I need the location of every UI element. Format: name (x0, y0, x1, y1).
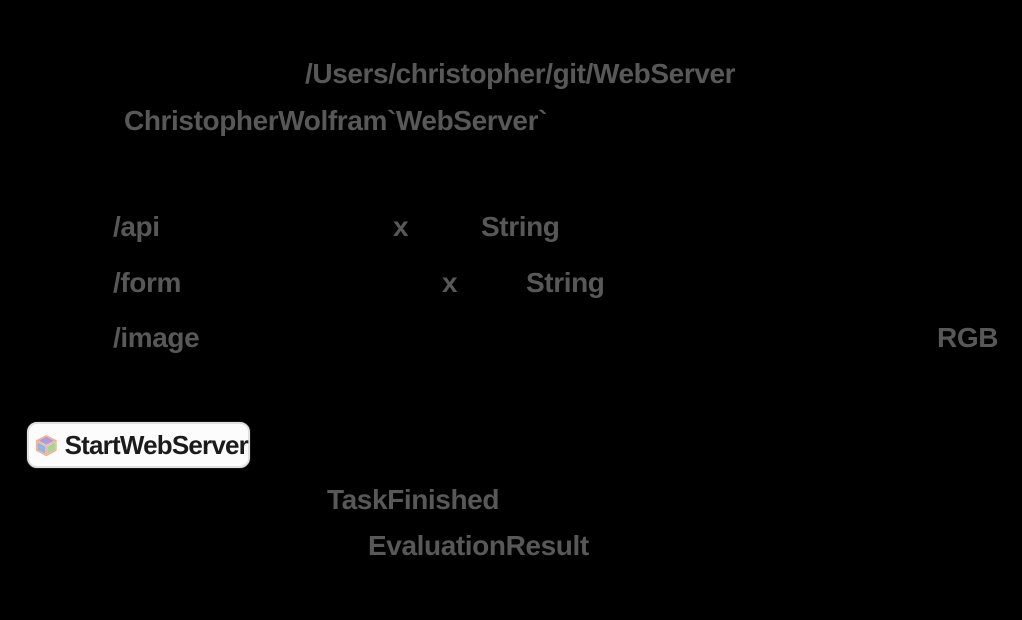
string-package-context[interactable]: ChristopherWolfram`WebServer` (124, 105, 548, 136)
package-cube-icon (35, 434, 57, 456)
string-param-x-api[interactable]: x (393, 211, 409, 242)
string-task-finished[interactable]: TaskFinished (327, 484, 500, 515)
string-route-form[interactable]: /form (113, 267, 182, 298)
symbol-chip-startwebserver[interactable]: StartWebServer (27, 422, 250, 468)
string-package-path[interactable]: /Users/christopher/git/WebServer (305, 58, 736, 89)
string-type-string-form[interactable]: String (526, 267, 605, 298)
string-route-api[interactable]: /api (113, 211, 160, 242)
string-rgb[interactable]: RGB (937, 322, 999, 353)
string-type-string-api[interactable]: String (481, 211, 560, 242)
string-param-x-form[interactable]: x (442, 267, 458, 298)
symbol-chip-label: StartWebServer (64, 430, 249, 460)
string-route-image[interactable]: /image (113, 322, 200, 353)
string-evaluation-result[interactable]: EvaluationResult (368, 530, 589, 561)
